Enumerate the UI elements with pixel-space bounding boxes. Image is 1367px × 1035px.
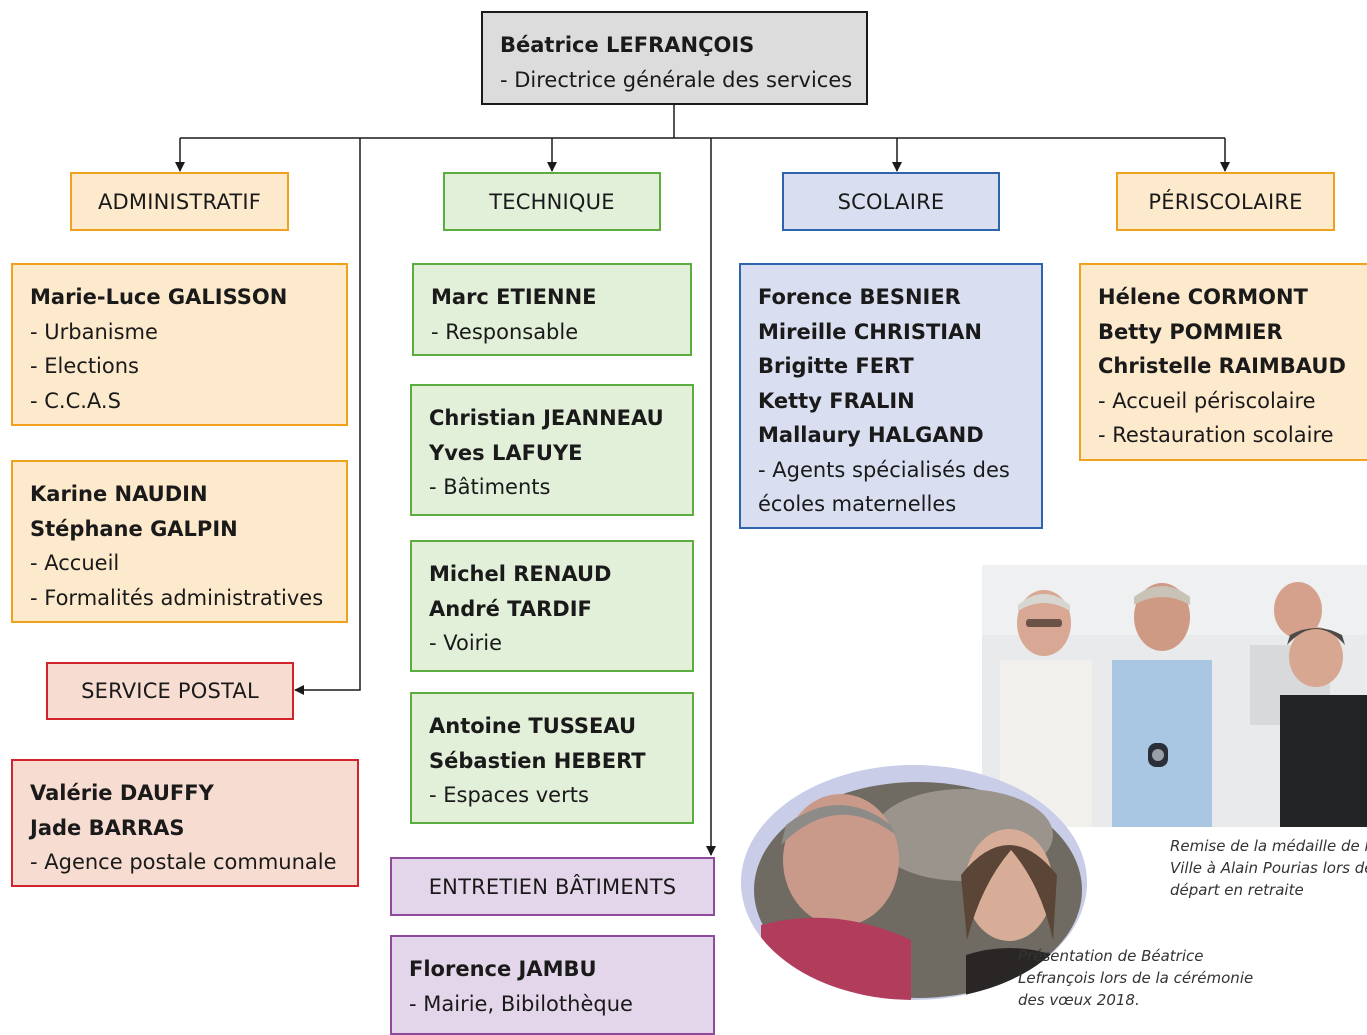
- staff-name: Marie-Luce GALISSON: [30, 285, 288, 309]
- staff-name: Christian JEANNEAU: [429, 406, 664, 430]
- card-etienne: Marc ETIENNE - Responsable: [412, 263, 692, 356]
- staff-name: Marc ETIENNE: [431, 285, 597, 309]
- staff-name: Ketty FRALIN: [758, 388, 915, 413]
- caption-line: Ville à Alain Pourias lors de son: [1170, 859, 1367, 877]
- staff-name: Brigitte FERT: [758, 354, 914, 378]
- staff-name: Stéphane GALPIN: [30, 516, 238, 541]
- staff-role: - Agence postale communale: [30, 850, 337, 874]
- staff-name: Christelle RAIMBAUD: [1098, 354, 1346, 378]
- staff-name: Antoine TUSSEAU: [429, 714, 637, 738]
- staff-name: André TARDIF: [429, 596, 592, 621]
- staff-role: - C.C.A.S: [30, 388, 121, 413]
- presentation-caption: Présentation de Béatrice Lefrançois lors…: [1018, 945, 1253, 1011]
- card-periscolaire: Hélene CORMONT Betty POMMIER Christelle …: [1079, 263, 1367, 461]
- dept-entretien-batiments: ENTRETIEN BÂTIMENTS: [390, 857, 715, 916]
- caption-line: Présentation de Béatrice: [1018, 947, 1204, 965]
- card-scolaire: Forence BESNIER Mireille CHRISTIAN Brigi…: [739, 263, 1043, 529]
- staff-role: - Espaces verts: [429, 783, 589, 807]
- caption-line: départ en retraite: [1170, 881, 1304, 899]
- card-galisson: Marie-Luce GALISSON - Urbanisme - Electi…: [11, 263, 348, 426]
- director-role: - Directrice générale des services: [500, 67, 853, 92]
- staff-role: - Accueil: [30, 551, 120, 575]
- staff-role: - Agents spécialisés des: [758, 457, 1010, 482]
- dept-technique: TECHNIQUE: [443, 172, 661, 231]
- staff-role: - Restauration scolaire: [1098, 423, 1334, 447]
- staff-role: écoles maternelles: [758, 492, 957, 516]
- medal-caption: Remise de la médaille de la Ville à Alai…: [1170, 835, 1367, 901]
- staff-name: Karine NAUDIN: [30, 482, 208, 506]
- staff-role: - Elections: [30, 354, 139, 378]
- staff-name: Michel RENAUD: [429, 562, 612, 586]
- card-jambu: Florence JAMBU - Mairie, Bibilothèque: [390, 935, 715, 1035]
- staff-role: - Bâtiments: [429, 475, 551, 499]
- dept-administratif: ADMINISTRATIF: [70, 172, 289, 231]
- staff-name: Hélene CORMONT: [1098, 285, 1308, 309]
- staff-name: Sébastien HEBERT: [429, 748, 646, 773]
- card-jeanneau: Christian JEANNEAU Yves LAFUYE - Bâtimen…: [410, 384, 694, 516]
- caption-line: Remise de la médaille de la: [1170, 837, 1367, 855]
- staff-role: - Formalités administratives: [30, 585, 324, 610]
- card-renaud: Michel RENAUD André TARDIF - Voirie: [410, 540, 694, 672]
- director-box: Béatrice LEFRANÇOIS - Directrice général…: [481, 11, 868, 105]
- medal-ceremony-photo: [982, 565, 1367, 827]
- staff-name: Valérie DAUFFY: [30, 781, 214, 805]
- staff-name: Forence BESNIER: [758, 285, 961, 309]
- staff-role: - Responsable: [431, 319, 579, 344]
- arrow-to-service-postal: [294, 138, 361, 695]
- staff-name: Florence JAMBU: [409, 957, 597, 981]
- staff-name: Yves LAFUYE: [429, 440, 583, 465]
- staff-role: - Mairie, Bibilothèque: [409, 991, 633, 1016]
- dept-service-postal: SERVICE POSTAL: [46, 662, 294, 720]
- staff-name: Mallaury HALGAND: [758, 423, 984, 447]
- staff-role: - Voirie: [429, 631, 503, 655]
- card-naudin: Karine NAUDIN Stéphane GALPIN - Accueil …: [11, 460, 348, 623]
- dept-scolaire: SCOLAIRE: [782, 172, 1000, 231]
- director-name: Béatrice LEFRANÇOIS: [500, 33, 755, 57]
- caption-line: des vœux 2018.: [1018, 991, 1140, 1009]
- staff-role: - Accueil périscolaire: [1098, 388, 1316, 413]
- card-tusseau: Antoine TUSSEAU Sébastien HEBERT - Espac…: [410, 692, 694, 824]
- dept-periscolaire: PÉRISCOLAIRE: [1116, 172, 1335, 231]
- presentation-photo: [741, 765, 1087, 1000]
- staff-role: - Urbanisme: [30, 319, 158, 344]
- card-dauffy: Valérie DAUFFY Jade BARRAS - Agence post…: [11, 759, 359, 887]
- staff-name: Jade BARRAS: [30, 815, 185, 840]
- staff-name: Mireille CHRISTIAN: [758, 319, 982, 344]
- caption-line: Lefrançois lors de la cérémonie: [1018, 969, 1254, 987]
- staff-name: Betty POMMIER: [1098, 319, 1283, 344]
